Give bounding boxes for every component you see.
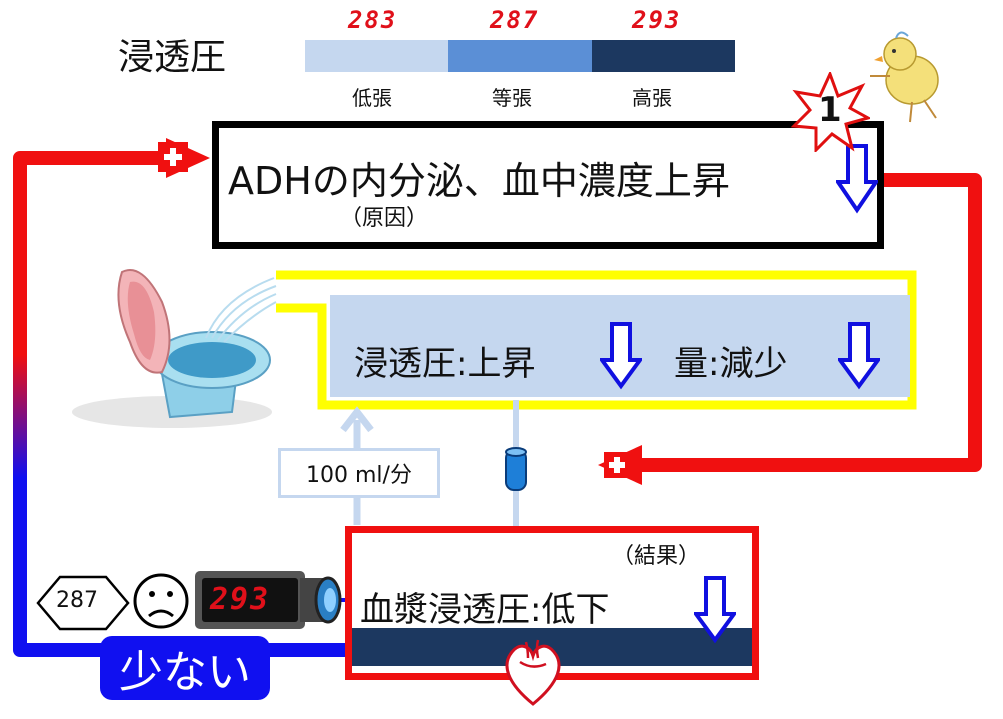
urine-outline xyxy=(276,270,917,410)
scale-label-hypotonic: 低張 xyxy=(352,86,392,110)
meter-lens xyxy=(300,576,342,624)
urine-osmolality-text: 浸透圧:上昇 xyxy=(354,344,536,384)
osmolality-title: 浸透圧 xyxy=(118,37,227,78)
result-status-label: 少ない xyxy=(100,636,270,700)
scale-segment-hypotonic xyxy=(305,40,449,72)
meter-display: 293 xyxy=(210,582,271,617)
flow-rate-label: 100 ml/分 xyxy=(278,448,440,498)
scale-label-hypertonic: 高張 xyxy=(632,86,672,110)
flow-up-arrowhead xyxy=(340,406,374,433)
result-note: （結果） xyxy=(612,544,701,569)
right-feedback-loop xyxy=(640,173,982,472)
osmolality-scale-bar xyxy=(305,40,735,72)
plus-icon xyxy=(158,142,188,172)
setpoint-value: 287 xyxy=(56,588,98,613)
down-arrow-icon xyxy=(838,322,880,390)
meter-screen xyxy=(202,578,298,622)
scale-value-high: 293 xyxy=(632,6,682,34)
scale-value-mid: 287 xyxy=(490,6,540,34)
step-badge-star xyxy=(790,72,870,152)
tube-icon xyxy=(505,447,527,491)
cause-text: ADHの内分泌、血中濃度上昇 xyxy=(228,159,730,203)
scale-segment-isotonic xyxy=(448,40,592,72)
sad-face-icon xyxy=(133,573,189,629)
scale-segment-hypertonic xyxy=(591,40,735,72)
toilet-icon xyxy=(72,269,277,428)
step-badge-number: 1 xyxy=(818,90,842,130)
cause-box xyxy=(212,121,884,249)
plus-icon xyxy=(604,452,630,478)
result-text: 血漿浸透圧:低下 xyxy=(360,590,610,630)
down-arrow-icon xyxy=(600,322,642,390)
scale-value-low: 283 xyxy=(348,6,398,34)
down-arrow-icon xyxy=(836,144,878,214)
scale-label-isotonic: 等張 xyxy=(492,86,532,110)
setpoint-diamond xyxy=(36,575,130,631)
heart-icon xyxy=(505,639,561,706)
urine-volume-text: 量:減少 xyxy=(674,344,788,384)
chick-icon xyxy=(870,31,939,123)
down-arrow-icon xyxy=(694,576,736,644)
cause-subtext: （原因） xyxy=(340,206,429,231)
